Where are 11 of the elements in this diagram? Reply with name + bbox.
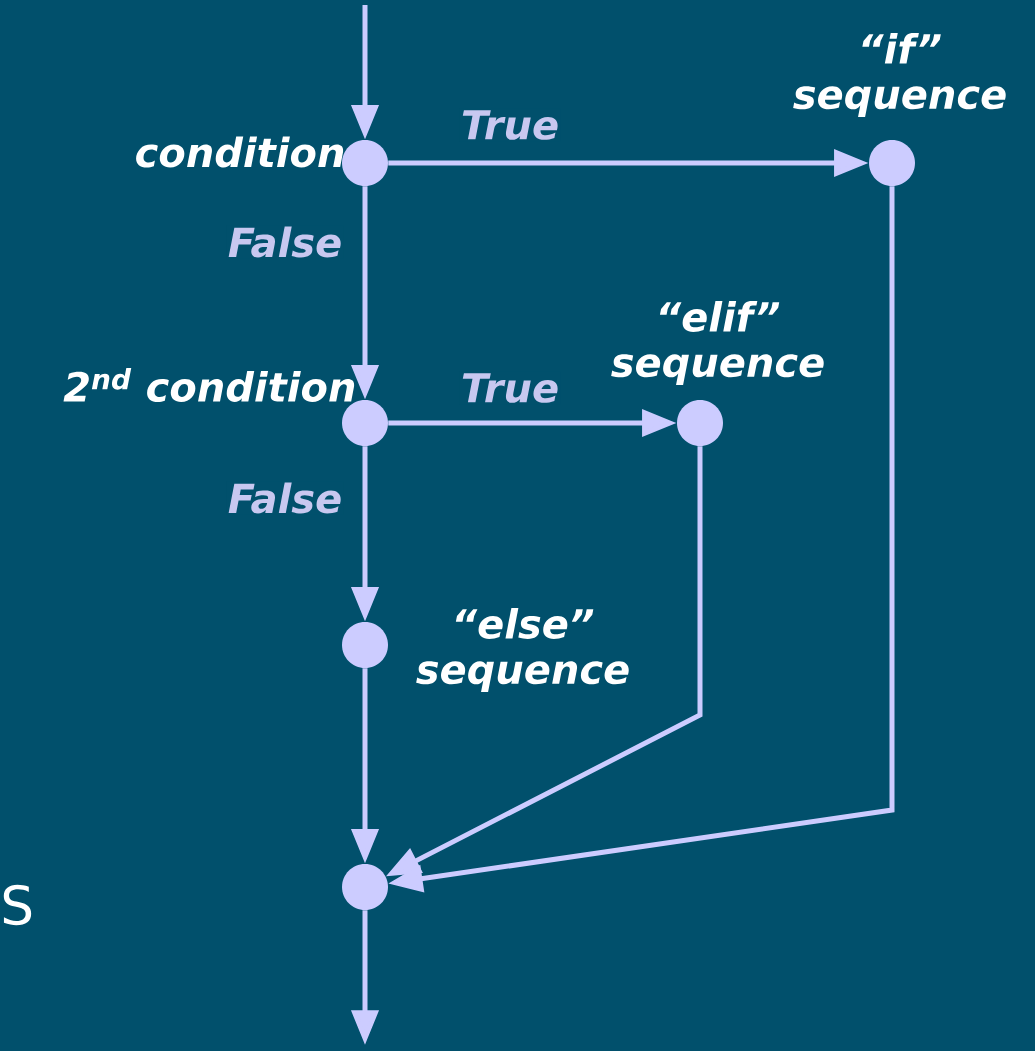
edge-label: False <box>226 225 344 259</box>
node-label: “elif” sequence <box>611 301 824 386</box>
edge-label: True <box>459 371 561 405</box>
edge-label: False <box>226 481 344 515</box>
junction-dot <box>342 864 388 910</box>
node-label: condition <box>136 136 344 168</box>
node-label: “if” sequence <box>793 33 1006 118</box>
node-label: 2$^{nd}$ condition <box>63 368 355 402</box>
text-fragment: S <box>3 884 32 926</box>
node-label: “else” sequence <box>416 608 629 693</box>
edge-label: True <box>459 108 561 142</box>
